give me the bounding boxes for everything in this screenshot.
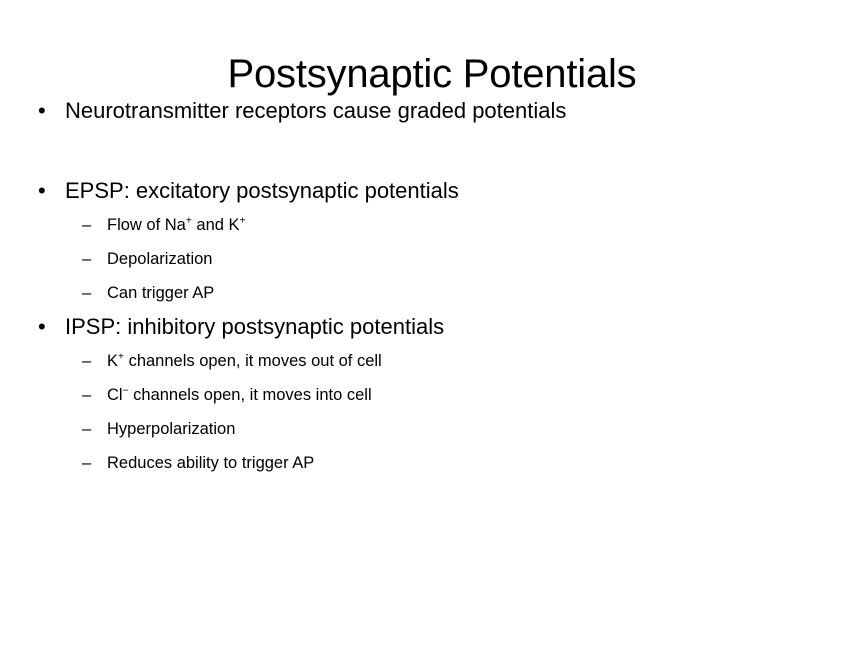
sub-list-item-label: Hyperpolarization (107, 420, 236, 438)
dash-marker-icon: – (82, 420, 92, 438)
list-item-label: Neurotransmitter receptors cause graded … (65, 98, 567, 123)
dash-marker-icon: – (82, 386, 92, 404)
bullet-marker-icon: • (38, 178, 46, 203)
sub-list-item: – Depolarization (0, 242, 864, 276)
sub-list-item-label: K+ channels open, it moves out of cell (107, 351, 382, 370)
sub-list-item: – Reduces ability to trigger AP (0, 446, 864, 480)
sub-list-item: – Cl− channels open, it moves into cell (0, 378, 864, 412)
sub-list-item: – Can trigger AP (0, 276, 864, 310)
bullet-marker-icon: • (38, 98, 46, 123)
dash-marker-icon: – (82, 250, 92, 268)
charge-superscript: − (122, 385, 129, 397)
slide-body-content: • Neurotransmitter receptors cause grade… (0, 94, 864, 480)
sub-list-item: – Flow of Na+ and K+ (0, 208, 864, 242)
list-item: • Neurotransmitter receptors cause grade… (0, 94, 864, 128)
dash-marker-icon: – (82, 454, 92, 472)
charge-superscript: + (239, 215, 246, 227)
sub-list-item-label: Flow of Na+ and K+ (107, 215, 246, 234)
bullet-marker-icon: • (38, 314, 46, 339)
sub-list-item-label: Depolarization (107, 250, 213, 268)
list-item-label: IPSP: inhibitory postsynaptic potentials (65, 314, 445, 339)
dash-marker-icon: – (82, 284, 92, 302)
list-item: • IPSP: inhibitory postsynaptic potentia… (0, 310, 864, 344)
blank-line-spacer (0, 128, 864, 174)
charge-superscript: + (118, 351, 124, 363)
dash-marker-icon: – (82, 352, 92, 370)
dash-marker-icon: – (82, 216, 92, 234)
list-item-label: EPSP: excitatory postsynaptic potentials (65, 178, 459, 203)
list-item: • EPSP: excitatory postsynaptic potentia… (0, 174, 864, 208)
charge-superscript: + (185, 215, 192, 227)
sub-list-item-label: Reduces ability to trigger AP (107, 454, 315, 472)
sub-list-item: – Hyperpolarization (0, 412, 864, 446)
sub-list-item: – K+ channels open, it moves out of cell (0, 344, 864, 378)
sub-list-item-label: Cl− channels open, it moves into cell (107, 385, 372, 404)
sub-list-item-label: Can trigger AP (107, 284, 215, 302)
page-title: Postsynaptic Potentials (227, 51, 637, 96)
